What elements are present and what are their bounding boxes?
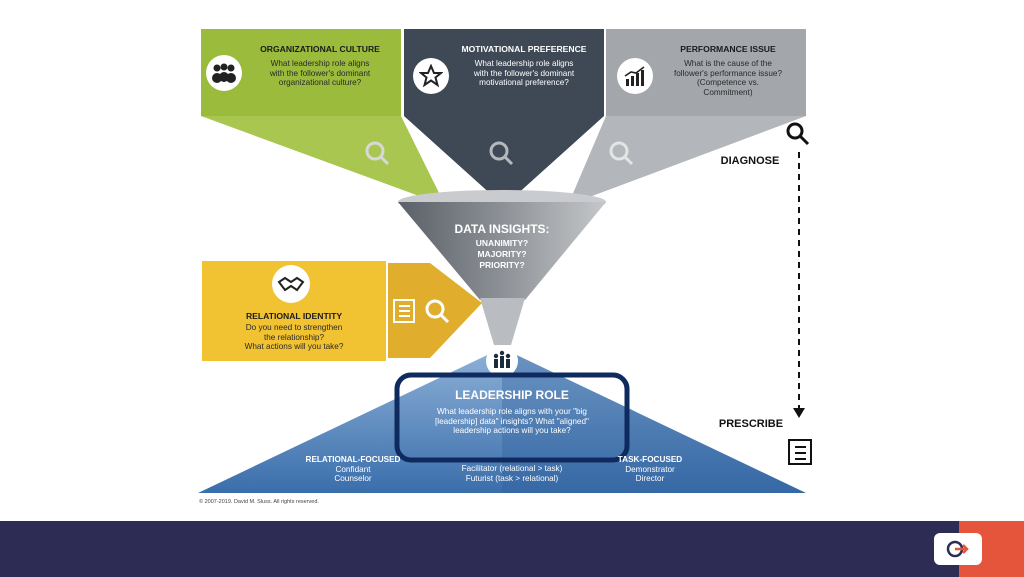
relational-line: Do you need to strengthen xyxy=(245,323,343,332)
leadership-role-title: LEADERSHIP ROLE xyxy=(455,388,569,402)
column-item: Counselor xyxy=(334,474,372,484)
performance-arrow xyxy=(568,116,806,205)
org-culture-text: What leadership role aligns with the fol… xyxy=(240,59,400,88)
star-icon xyxy=(413,58,449,94)
column-item: Confidant xyxy=(335,464,371,474)
performance-line: Commitment) xyxy=(703,88,753,98)
funnel-question: UNANIMITY? xyxy=(475,238,529,248)
relational-identity-text: Do you need to strengthen the relationsh… xyxy=(212,323,376,352)
column-title: RELATIONAL-FOCUSED xyxy=(305,455,401,464)
motivational-title: MOTIVATIONAL PREFERENCE xyxy=(461,44,587,54)
relational-line: the relationship? xyxy=(263,332,325,342)
chart-icon xyxy=(617,58,653,94)
column-item: Facilitator (relational > task) xyxy=(461,464,563,473)
leadership-line: leadership actions will you take? xyxy=(453,426,571,436)
funnel-cone xyxy=(398,202,606,300)
logo-icon xyxy=(934,533,982,565)
motivational-line: motivational preference? xyxy=(479,78,569,88)
magnifier-icon xyxy=(489,141,514,166)
leadership-role-highlight xyxy=(394,372,630,463)
pyramid-shade xyxy=(502,348,806,493)
org-culture-arrow-body xyxy=(201,116,445,205)
funnel-title: DATA INSIGHTS: xyxy=(454,222,550,236)
checklist-icon xyxy=(393,299,415,323)
people-icon xyxy=(206,55,242,91)
pyramid-base xyxy=(198,348,806,493)
dashed-arrowhead xyxy=(793,408,805,418)
handshake-icon xyxy=(272,265,310,303)
performance-line: (Competence vs. xyxy=(697,78,759,88)
magnifier-icon xyxy=(425,299,450,324)
leadership-line: [leadership] data" insights? What "align… xyxy=(435,416,589,426)
column-task-focused: TASK-FOCUSED Demonstrator Director xyxy=(600,455,700,484)
diagnose-magnifier-icon xyxy=(786,122,810,146)
org-culture-line: What leadership role aligns xyxy=(270,59,370,68)
funnel-question: PRIORITY? xyxy=(479,260,525,271)
relational-arrow xyxy=(388,263,482,358)
motivational-line: What leadership role aligns xyxy=(474,59,574,68)
motivational-line: with the follower's dominant xyxy=(473,68,575,78)
org-culture-line: organizational culture? xyxy=(278,78,362,88)
org-culture-title: ORGANIZATIONAL CULTURE xyxy=(260,44,380,54)
motivational-text: What leadership role aligns with the fol… xyxy=(444,59,604,88)
performance-text: What is the cause of the follower's perf… xyxy=(648,59,808,98)
column-title: TASK-FOCUSED xyxy=(617,455,683,464)
diagnose-label: DIAGNOSE xyxy=(720,155,780,167)
column-middle: Facilitator (relational > task) Futurist… xyxy=(432,455,592,483)
copyright-text: © 2007-2019. David M. Sluss. All rights … xyxy=(199,499,319,505)
column-item: Director xyxy=(635,474,665,484)
relational-line: What actions will you take? xyxy=(244,342,344,352)
magnifier-icon xyxy=(365,141,390,166)
column-item: Demonstrator xyxy=(625,464,675,474)
performance-title: PERFORMANCE ISSUE xyxy=(680,44,776,54)
org-culture-line: with the follower's dominant xyxy=(269,68,371,78)
leadership-line: What leadership role aligns with your "b… xyxy=(437,407,587,416)
prescribe-checklist-icon xyxy=(788,439,812,465)
column-relational-focused: RELATIONAL-FOCUSED Confidant Counselor xyxy=(293,455,413,484)
magnifier-icon xyxy=(609,141,634,166)
footer-bar xyxy=(0,521,959,577)
relational-identity-title: RELATIONAL IDENTITY xyxy=(245,311,343,321)
funnel-spout xyxy=(480,298,525,345)
funnel-questions: UNANIMITY? MAJORITY? PRIORITY? xyxy=(447,238,557,271)
funnel-question: MAJORITY? xyxy=(477,249,527,260)
performance-line: follower's performance issue? xyxy=(673,68,783,78)
motivational-arrow xyxy=(404,116,604,206)
column-item: Futurist (task > relational) xyxy=(465,473,559,483)
column-title xyxy=(432,455,592,464)
prescribe-label: PRESCRIBE xyxy=(718,418,784,430)
leadership-role-text: What leadership role aligns with your "b… xyxy=(402,407,622,436)
performance-line: What is the cause of the xyxy=(684,59,772,68)
